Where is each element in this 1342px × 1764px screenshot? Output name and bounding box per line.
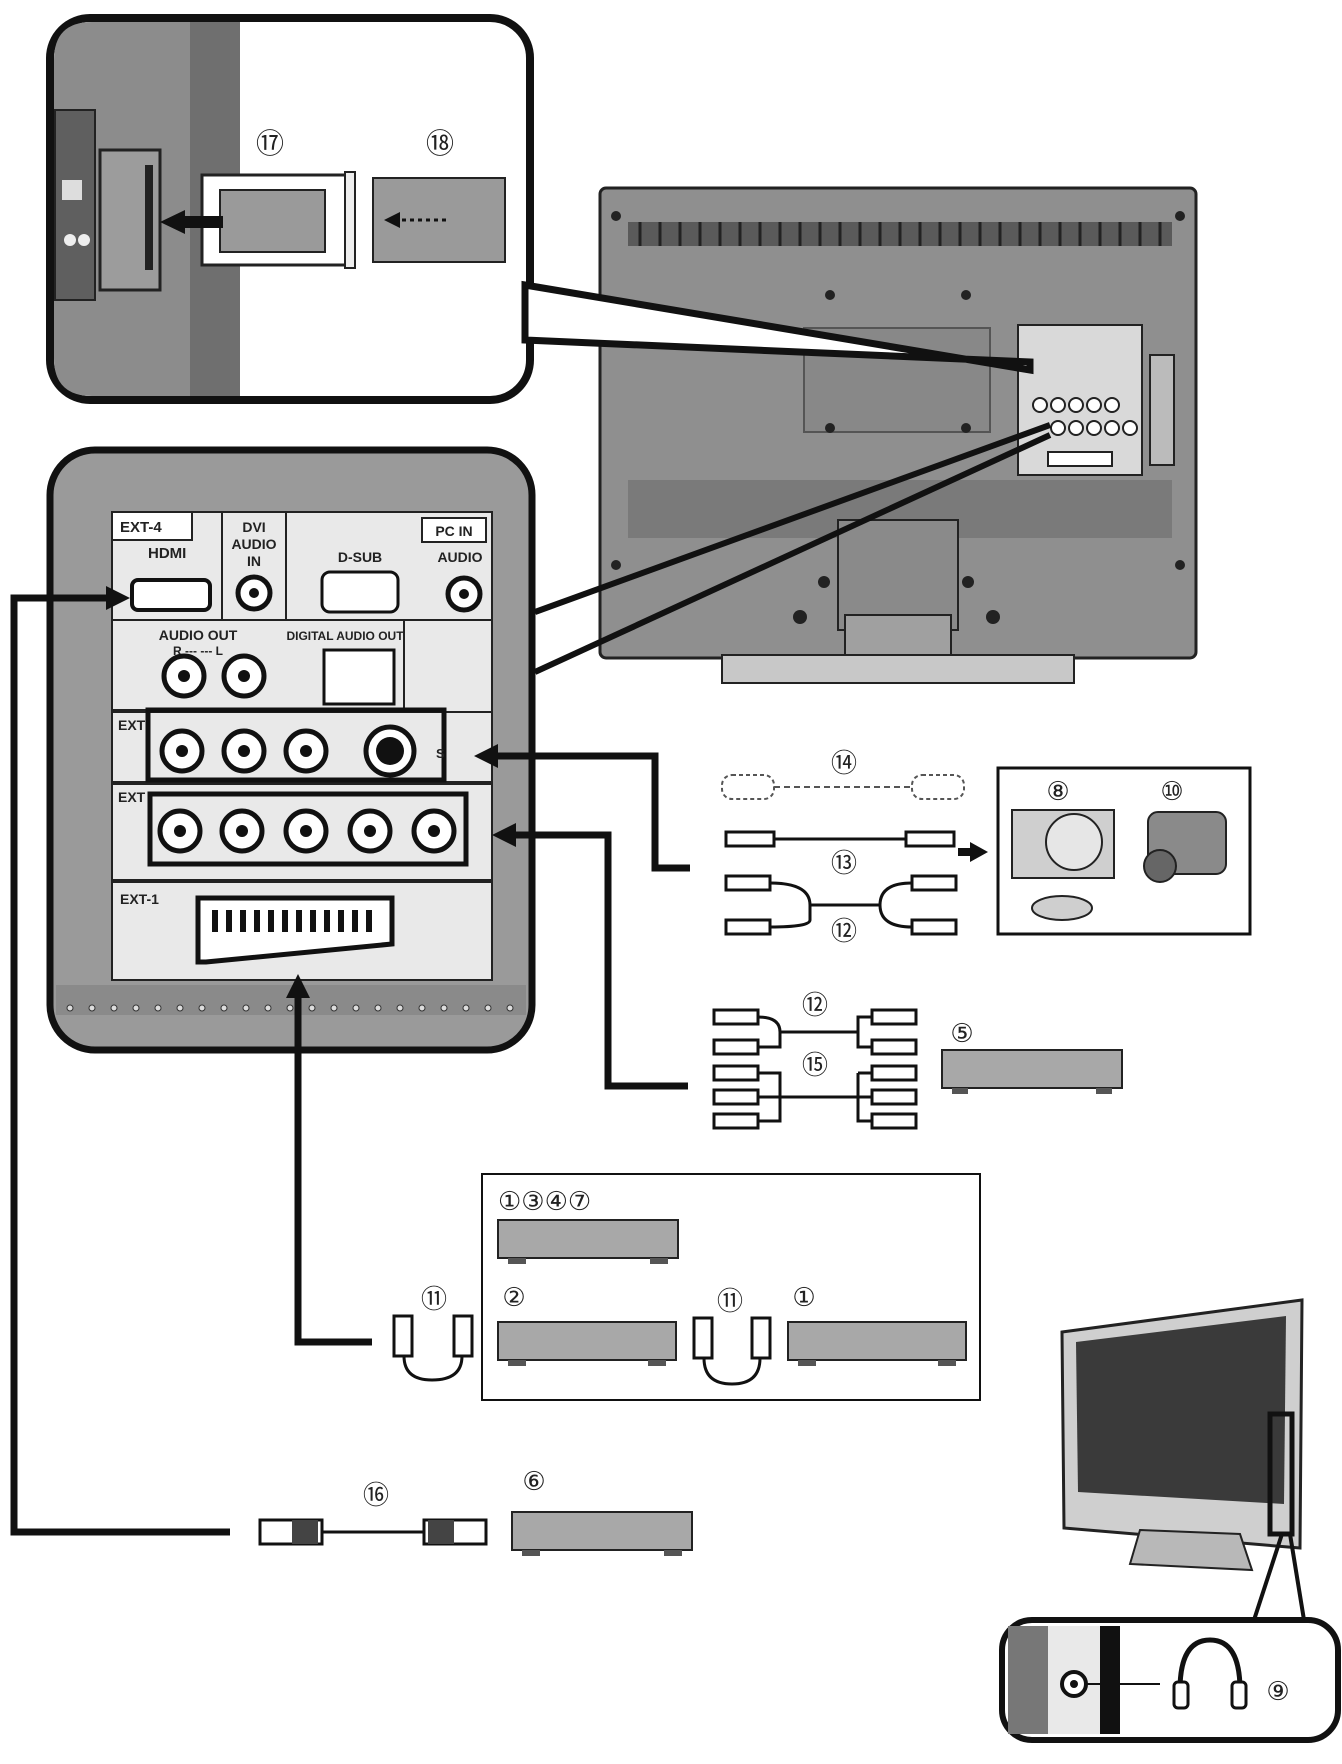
label-hdmi: HDMI: [148, 545, 186, 562]
hdmi-cable: ⑯: [258, 1480, 488, 1546]
callout-component-device: ⑤: [950, 1018, 973, 1048]
leader-ci-wedge: [521, 280, 1034, 375]
callout-scart-adapter-left: ⑪: [421, 1284, 447, 1314]
callout-card: ⑱: [426, 128, 454, 159]
ext2-jack-group: [147, 791, 469, 867]
headphone-inset: ⑨: [999, 1617, 1341, 1743]
callout-component-cable: ⑮: [802, 1050, 828, 1080]
callout-av-cable: ⑬: [831, 848, 857, 878]
component-cables: ⑫ ⑮: [712, 990, 918, 1130]
scart-devices-box: ①③④⑦ ② ⑪ ①: [481, 1173, 981, 1401]
av-source-devices: ⑧ ⑩: [996, 766, 1252, 936]
label-pc-in: PC IN: [435, 523, 472, 539]
callout-cam-module: ⑰: [256, 128, 284, 159]
ci-slot-inset: ⑰ ⑱: [46, 14, 534, 404]
ext2-connection-line: [514, 831, 688, 1090]
hdmi-connection-line: [10, 594, 230, 1536]
callout-headphones: ⑨: [1266, 1676, 1289, 1706]
tv-rear: [598, 186, 1198, 684]
callout-svideo-cable: ⑭: [831, 748, 857, 778]
leader-panel-bottom: [533, 432, 1052, 675]
callout-hdmi-cable: ⑯: [363, 1480, 389, 1510]
callout-camcorder: ⑩: [1160, 776, 1183, 806]
callout-game-console: ⑧: [1046, 776, 1069, 806]
port-panel: EXT-4 HDMI DVI AUDIO IN PC IN D-SUB AUDI…: [46, 446, 536, 1054]
label-ext1: EXT-1: [120, 891, 159, 907]
label-dvi: DVI: [242, 519, 265, 535]
label-audio-out: AUDIO OUT: [159, 627, 238, 643]
label-dvi-in: IN: [247, 553, 261, 569]
label-pc-audio: AUDIO: [437, 549, 482, 565]
cam-module: [200, 171, 356, 269]
smart-card: [372, 177, 506, 263]
label-ext3: EXT: [118, 717, 146, 733]
callout-scart-device-2: ②: [502, 1282, 525, 1312]
component-device: ⑤: [941, 1018, 1123, 1094]
hdmi-port: [130, 578, 212, 612]
dsub-port: [320, 570, 400, 614]
optical-port: [322, 648, 396, 706]
hdmi-device: ⑥: [511, 1466, 693, 1556]
callout-scart-group: ①③④⑦: [498, 1186, 591, 1216]
label-dvi-audio: AUDIO: [231, 536, 276, 552]
ext3-jack-group: [145, 707, 447, 783]
callout-scart-device-1: ①: [792, 1282, 815, 1312]
callout-audio-cable-top: ⑫: [831, 916, 857, 946]
headphones-icon: [1172, 1637, 1248, 1710]
label-svideo: S: [436, 746, 445, 761]
av-cables: ⑭ ⑬ ⑫: [721, 748, 965, 946]
label-digital-audio-out: DIGITAL AUDIO OUT: [286, 629, 404, 643]
label-ext2: EXT: [118, 789, 146, 805]
callout-audio-cable-comp: ⑫: [802, 990, 828, 1020]
scart-adapter-left: ⑪: [392, 1284, 474, 1382]
ext3-connection-line: [496, 752, 690, 872]
scart-connection-line: [294, 996, 372, 1346]
tv-front: [1060, 1298, 1306, 1621]
leader-panel-top: [533, 422, 1052, 615]
callout-hdmi-device: ⑥: [522, 1466, 545, 1496]
label-dsub: D-SUB: [338, 549, 382, 565]
label-ext4: EXT-4: [120, 519, 162, 536]
callout-scart-adapter-mid: ⑪: [717, 1286, 743, 1316]
